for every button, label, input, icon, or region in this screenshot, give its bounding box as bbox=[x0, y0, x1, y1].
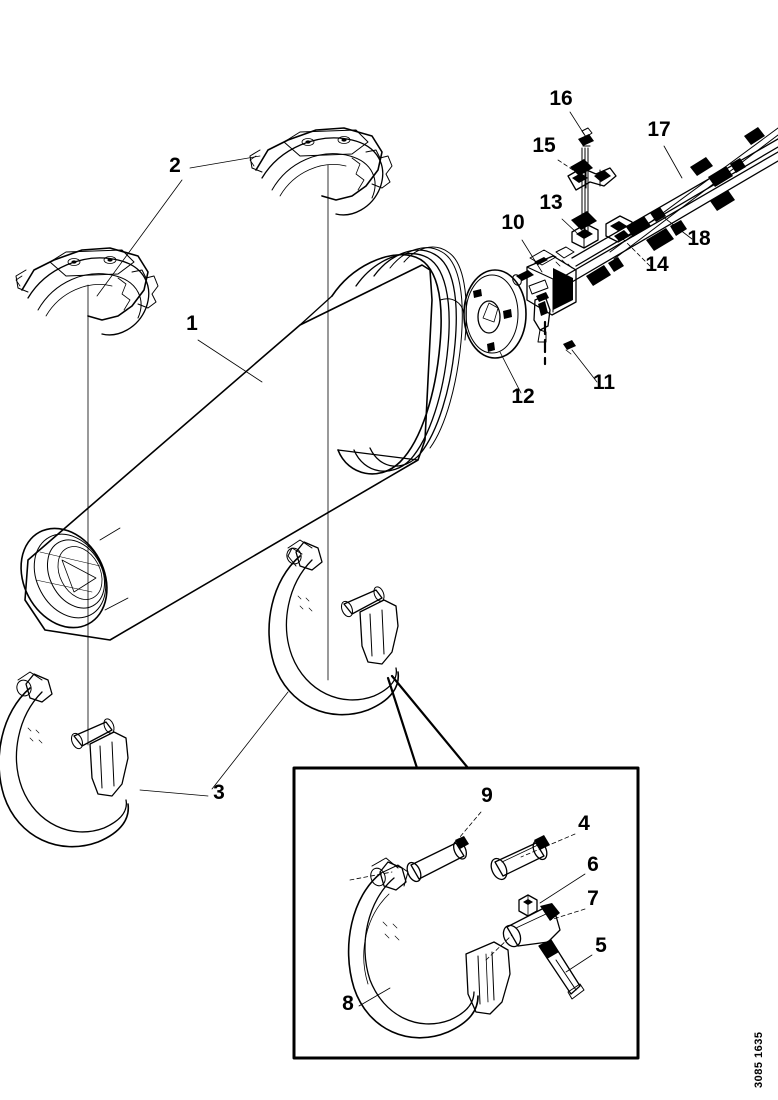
brake-drum-group bbox=[20, 246, 467, 641]
drawing-code-group: 3085 1635 bbox=[753, 1032, 765, 1089]
callout-17: 17 bbox=[647, 118, 670, 141]
callout-4: 4 bbox=[578, 812, 590, 835]
detail-inset-box bbox=[292, 766, 640, 1060]
callout-leader-lines bbox=[96, 111, 693, 1007]
backing-plate bbox=[463, 269, 527, 359]
connector-block bbox=[567, 159, 617, 191]
brake-band-rear bbox=[268, 539, 400, 716]
hydraulic-lines-group bbox=[555, 127, 778, 290]
callout-7: 7 bbox=[587, 887, 599, 910]
callout-16: 16 bbox=[549, 87, 572, 110]
tee-fitting bbox=[571, 211, 599, 249]
callout-10: 10 bbox=[501, 211, 524, 234]
inset-contents bbox=[347, 835, 585, 1039]
upper-bracket-left bbox=[15, 247, 159, 336]
callout-11: 11 bbox=[593, 371, 616, 394]
callout-2: 2 bbox=[169, 154, 181, 177]
inset-leader-lines bbox=[386, 674, 470, 770]
callout-numbers: 1 2 3 4 5 6 7 8 9 10 11 12 13 14 15 16 1… bbox=[169, 87, 711, 1015]
callout-3: 3 bbox=[213, 781, 225, 804]
detail-anchor-pin bbox=[406, 836, 469, 883]
control-valve-assembly bbox=[512, 246, 577, 343]
callout-8: 8 bbox=[342, 992, 354, 1015]
callout-14: 14 bbox=[645, 253, 669, 276]
callout-15: 15 bbox=[532, 134, 556, 157]
bracket-reference-lines bbox=[87, 164, 329, 746]
fitting-collars bbox=[586, 127, 765, 286]
detail-brake-band bbox=[347, 857, 479, 1039]
callout-18: 18 bbox=[687, 227, 711, 250]
elbow-fitting bbox=[605, 215, 633, 243]
callout-6: 6 bbox=[587, 853, 599, 876]
callout-13: 13 bbox=[539, 191, 562, 214]
detail-clevis-pin bbox=[502, 903, 561, 948]
callout-12: 12 bbox=[511, 385, 534, 408]
band-lever-rear bbox=[340, 586, 399, 665]
band-lever-front bbox=[70, 718, 129, 797]
callout-1: 1 bbox=[186, 312, 198, 335]
detail-spacer-sleeve bbox=[490, 835, 550, 881]
drawing-code: 3085 1635 bbox=[753, 1032, 765, 1089]
callout-9: 9 bbox=[481, 784, 493, 807]
brake-band-front bbox=[0, 671, 130, 848]
bleeder-screw bbox=[578, 127, 594, 147]
screw-11 bbox=[543, 320, 576, 366]
callout-5: 5 bbox=[595, 934, 607, 957]
detail-band-lever bbox=[465, 941, 511, 1015]
upper-bracket-right bbox=[249, 127, 393, 216]
detail-bolt bbox=[538, 939, 585, 1000]
